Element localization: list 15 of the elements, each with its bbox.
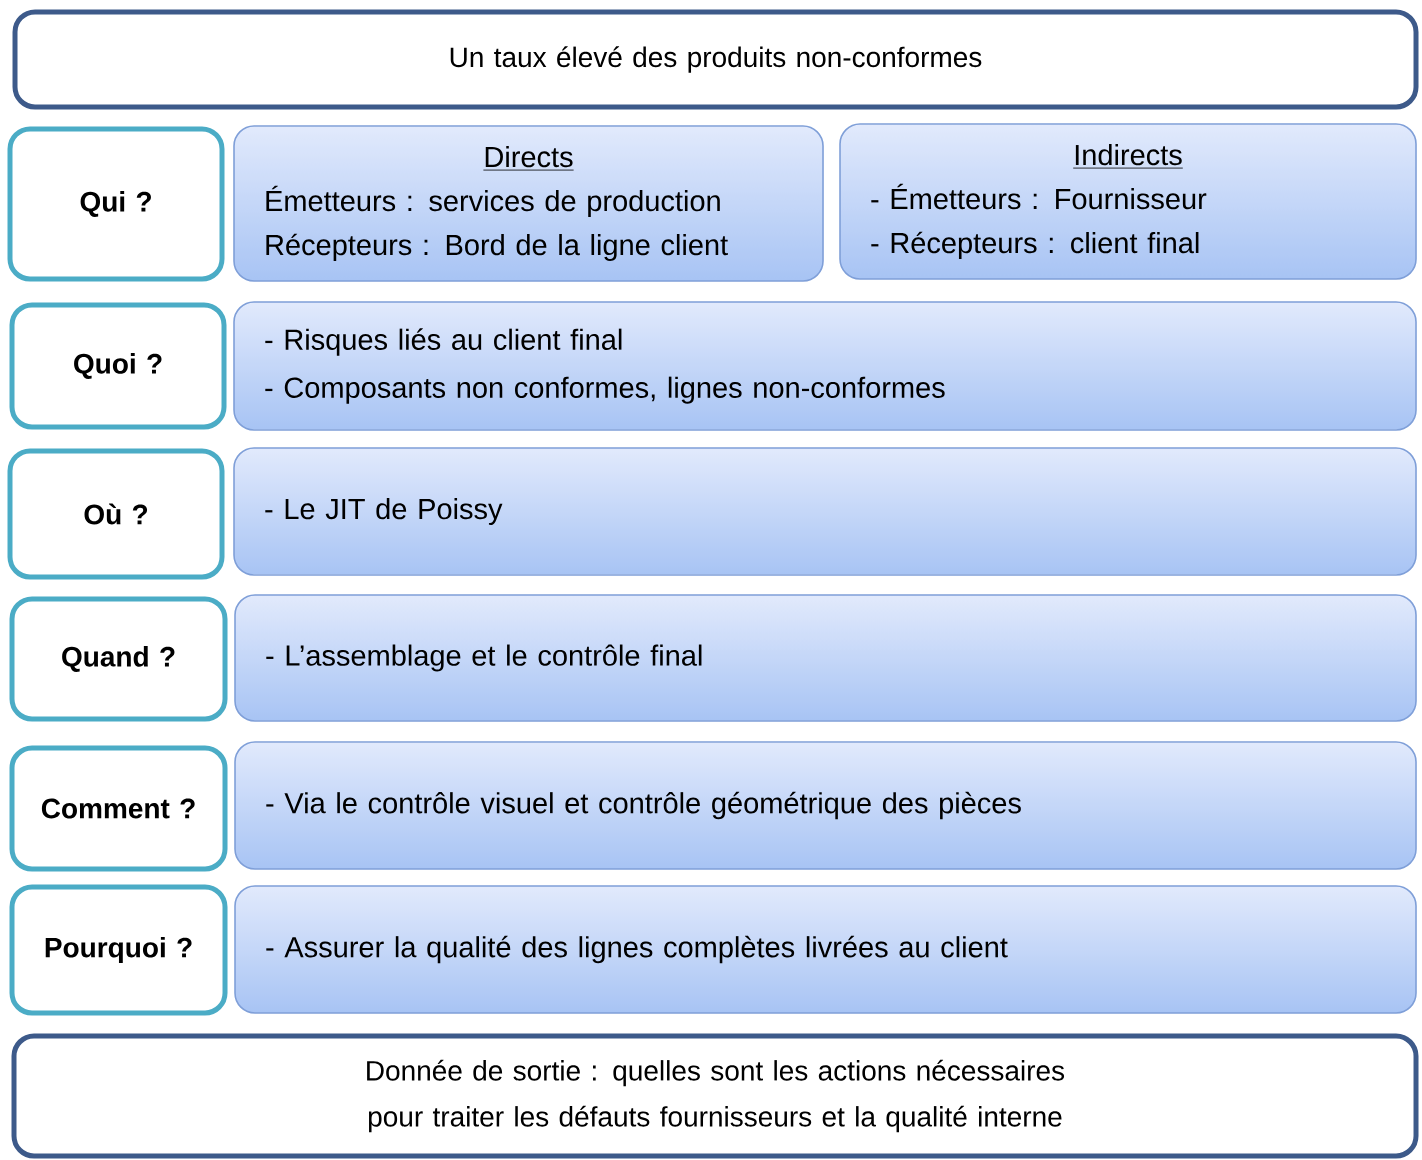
answer-box: Indirects - Émetteurs : Fournisseur - Récepteurs : client final: [839, 123, 1417, 280]
question-box: Comment ?: [9, 745, 228, 872]
answer-box: - Assurer la qualité des lignes complètes livrées au client: [234, 885, 1417, 1014]
question-box: Qui ?: [7, 126, 225, 282]
output-box: Donnée de sortie : quelles sont les actions nécessaires pour traiter les défauts fournisseurs et la qualité interne: [11, 1033, 1419, 1159]
answer-box: - L’assemblage et le contrôle final: [234, 594, 1417, 722]
question-box: Quoi ?: [9, 302, 227, 430]
answer-box: - Via le contrôle visuel et contrôle géométrique des pièces: [234, 741, 1417, 870]
answer-box: - Risques liés au client final - Composants non conformes, lignes non-conformes: [233, 301, 1417, 431]
question-box: Quand ?: [9, 596, 228, 722]
answer-box: Directs Émetteurs : services de production Récepteurs : Bord de la ligne client: [233, 125, 824, 282]
question-box: Où ?: [7, 448, 225, 580]
answer-box: - Le JIT de Poissy: [233, 447, 1417, 576]
header-box: Un taux élevé des produits non-conformes: [12, 9, 1419, 110]
question-box: Pourquoi ?: [9, 884, 228, 1016]
